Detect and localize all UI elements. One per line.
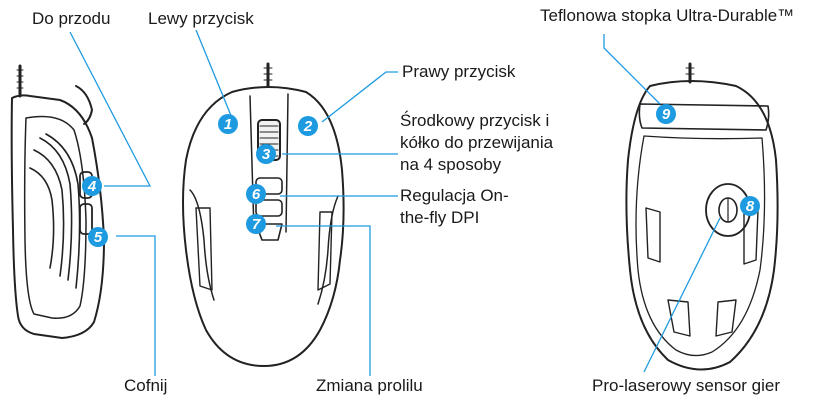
svg-text:1: 1 (224, 116, 232, 133)
badge-7: 7 (246, 214, 266, 234)
badge-6: 6 (246, 184, 266, 204)
leader-back (116, 235, 156, 376)
label-middle-line1: Środkowy przycisk i (400, 111, 550, 130)
badge-4: 4 (82, 176, 102, 196)
label-forward: Do przodu (32, 9, 111, 28)
badge-9: 9 (656, 104, 676, 124)
leader-lines (69, 29, 721, 376)
label-back: Cofnij (124, 376, 168, 395)
svg-text:3: 3 (262, 146, 271, 163)
leader-feet (603, 34, 661, 105)
label-left-button: Lewy przycisk (148, 9, 254, 28)
top-view-mouse (182, 62, 345, 367)
badge-1: 1 (218, 114, 238, 134)
label-profile: Zmiana prolilu (316, 376, 423, 395)
leader-forward (69, 31, 152, 187)
leader-right-button (321, 71, 398, 123)
label-middle-line2: kółko do przewijania (400, 133, 554, 152)
label-feet: Teflonowa stopka Ultra-Durable™ (540, 6, 795, 25)
label-middle-line3: na 4 sposoby (400, 155, 502, 174)
badge-5: 5 (88, 227, 108, 247)
label-right-button: Prawy przycisk (402, 62, 516, 81)
number-badges: 1 2 3 4 5 6 7 8 9 (82, 104, 760, 247)
label-dpi-line2: the-fly DPI (400, 208, 480, 227)
svg-text:6: 6 (252, 186, 261, 203)
badge-3: 3 (256, 144, 276, 164)
svg-text:5: 5 (94, 229, 103, 246)
badge-8: 8 (740, 196, 760, 216)
bottom-view-mouse (625, 62, 779, 371)
side-view-mouse (10, 64, 105, 339)
svg-text:9: 9 (662, 106, 671, 123)
label-sensor: Pro-laserowy sensor gier (592, 376, 781, 395)
leader-sensor (643, 217, 721, 373)
leader-profile (276, 225, 371, 376)
svg-text:7: 7 (252, 216, 261, 233)
svg-text:4: 4 (87, 178, 97, 195)
leader-left-button (195, 29, 233, 119)
badge-2: 2 (298, 116, 318, 136)
label-dpi-line1: Regulacja On- (400, 186, 509, 205)
svg-text:8: 8 (746, 198, 755, 215)
svg-text:2: 2 (303, 118, 313, 135)
